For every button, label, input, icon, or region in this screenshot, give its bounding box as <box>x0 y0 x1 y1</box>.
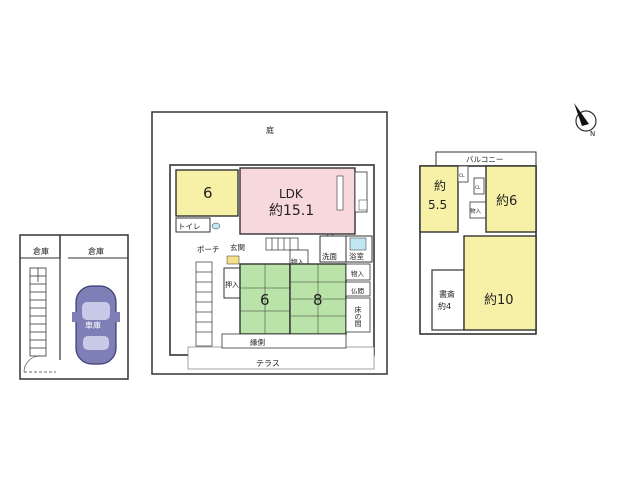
label-senmen: 洗面 <box>322 251 337 261</box>
room-ldk-size: 約15.1 <box>269 203 314 219</box>
room-west-6-size: 6 <box>203 184 213 202</box>
room-shosai-size: 約4 <box>438 301 451 311</box>
room-up-left <box>419 165 459 233</box>
room-up-right <box>485 165 537 233</box>
room-toilet <box>175 217 211 233</box>
label-mono-up: 物入 <box>470 207 482 215</box>
room-west-6 <box>175 169 239 217</box>
room-up-big-size: 約10 <box>484 293 514 308</box>
label-approx-up-left: 約 <box>434 178 446 193</box>
room-ldk-name: LDK <box>279 187 304 201</box>
label-shako: 車庫 <box>85 320 101 330</box>
label-mono-hall: 物入 <box>291 257 305 266</box>
label-genkan: 玄関 <box>230 242 245 252</box>
room-washitsu-6-size: 6 <box>260 291 270 309</box>
room-engawa <box>221 333 347 349</box>
label-souko-right: 倉庫 <box>88 246 104 256</box>
upper-floor: バルコニー 約 5.5 CL CL 物入 約6 書斎 約4 約10 <box>419 151 537 335</box>
label-mono-right: 物入 <box>351 269 365 278</box>
room-senmen <box>319 235 347 263</box>
label-souko-left: 倉庫 <box>33 246 49 256</box>
label-toilet: トイレ <box>178 222 201 231</box>
garage-building: 倉庫 倉庫 車庫 <box>19 234 129 380</box>
compass-label: N <box>590 130 595 138</box>
label-cl-2: CL <box>475 185 481 191</box>
room-shosai <box>431 269 465 331</box>
car-icon <box>72 285 120 365</box>
label-terrace: テラス <box>256 359 280 368</box>
label-garden: 庭 <box>266 125 274 135</box>
label-oshiire-1: 押入 <box>225 280 239 289</box>
room-up-left-size: 5.5 <box>428 198 447 212</box>
room-washitsu-8-size: 8 <box>313 291 323 309</box>
room-up-big <box>463 235 537 331</box>
label-balcony: バルコニー <box>466 155 503 164</box>
label-butsuma: 仏間 <box>351 287 364 295</box>
compass-icon: N <box>574 103 597 138</box>
room-ldk <box>239 167 356 235</box>
garage-stairs <box>29 267 47 357</box>
label-shosai: 書斎 <box>439 289 455 299</box>
label-cl-1: CL <box>459 173 465 179</box>
label-engawa: 縁側 <box>250 337 265 347</box>
label-tokonoma: 床の間 <box>354 305 362 328</box>
room-up-right-size: 約6 <box>496 194 517 209</box>
label-yokushitsu: 浴室 <box>349 251 364 261</box>
label-porch: ポーチ <box>197 245 220 254</box>
main-plot: 庭 テラス 6 LDK 約15.1 トイレ ポーチ 玄関 <box>151 111 388 375</box>
